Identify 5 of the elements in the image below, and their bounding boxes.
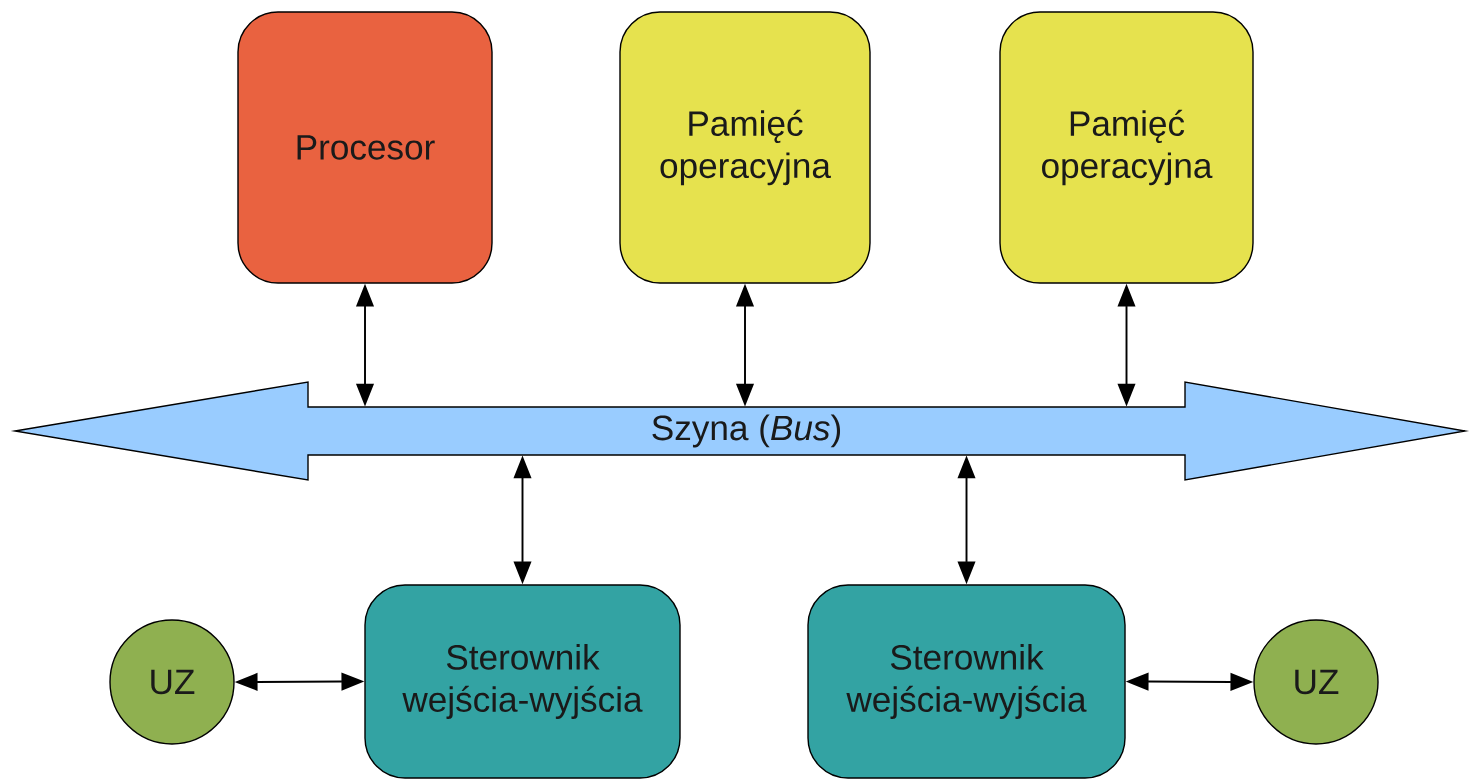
rounded-box: Pamięć operacyjna (999, 11, 1254, 284)
rounded-box: Procesor (237, 11, 493, 284)
rounded-box: Sterownik wejścia-wyjścia (364, 584, 681, 779)
rounded-box: Pamięć operacyjna (619, 11, 871, 284)
rounded-box: Sterownik wejścia-wyjścia (807, 584, 1126, 779)
